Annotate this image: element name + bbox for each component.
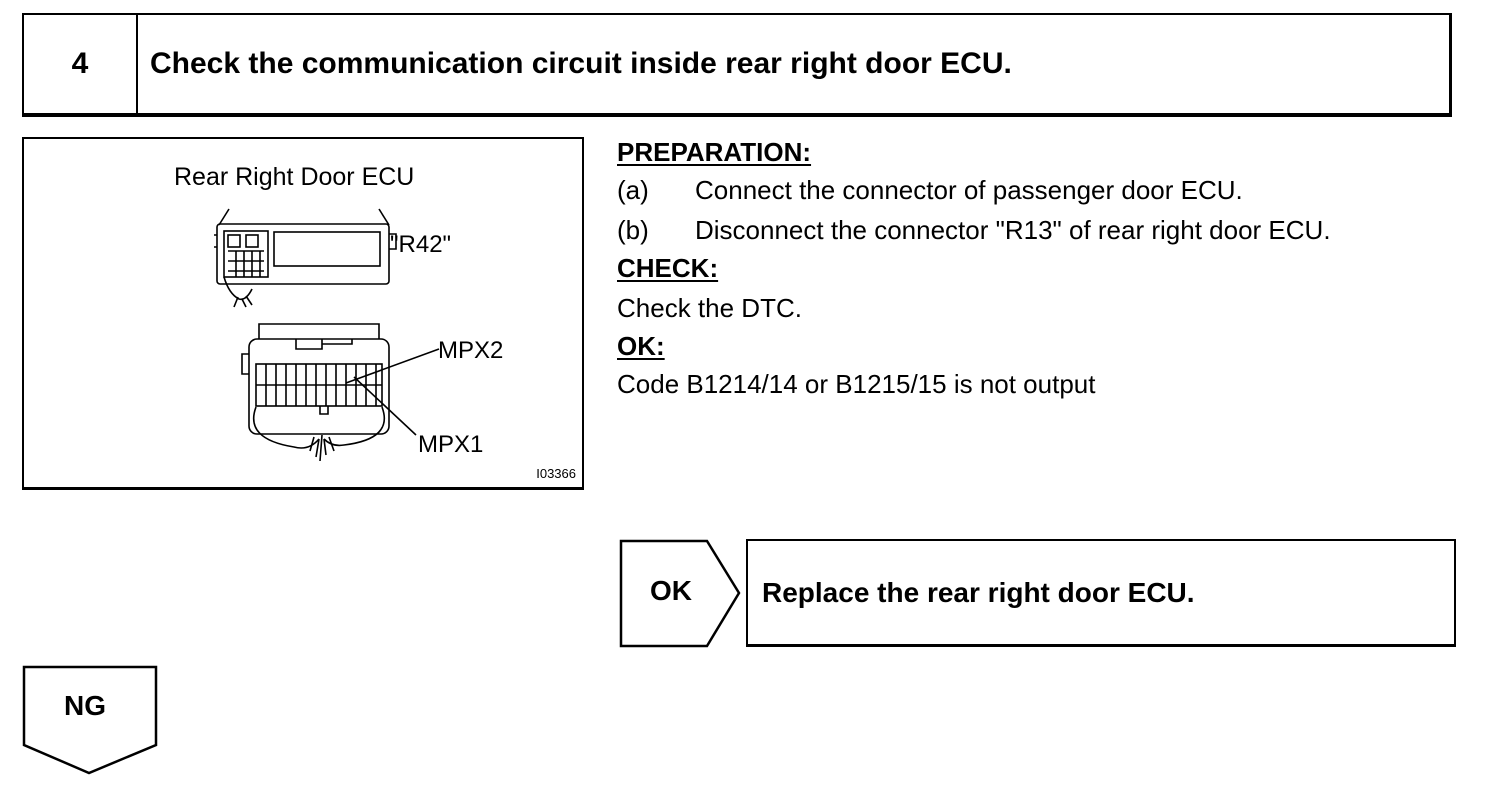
connector-figure: Rear Right Door ECU "R42" MPX2 MPX1 I033… xyxy=(22,137,584,490)
preparation-section: PREPARATION: (a) Connect the connector of… xyxy=(617,137,1331,399)
prep-step-a: (a) Connect the connector of passenger do… xyxy=(617,175,1331,205)
check-text: Check the DTC. xyxy=(617,293,802,323)
ok-criteria-text: Code B1214/14 or B1215/15 is not output xyxy=(617,369,1096,399)
step-header: 4 Check the communication circuit inside… xyxy=(22,13,1452,117)
prep-step-b: (b) Disconnect the connector "R13" of rea… xyxy=(617,215,1331,245)
figure-title: Rear Right Door ECU xyxy=(174,163,415,191)
check-heading: CHECK: xyxy=(617,253,719,283)
label-mpx2: MPX2 xyxy=(438,337,504,364)
step-number: 4 xyxy=(24,15,138,113)
ng-branch-label: NG xyxy=(64,690,106,721)
connector-illustration xyxy=(214,208,440,462)
step-title: Check the communication circuit inside r… xyxy=(150,47,1012,80)
ok-action-text: Replace the rear right door ECU. xyxy=(762,576,1195,608)
preparation-heading: PREPARATION: xyxy=(617,137,812,167)
ok-arrow-shape xyxy=(619,539,741,648)
prep-step-a-letter: (a) xyxy=(617,175,649,205)
prep-step-a-text: Connect the connector of passenger door … xyxy=(695,175,1243,205)
ng-arrow-shape xyxy=(22,665,158,775)
ok-action-box: Replace the rear right door ECU. xyxy=(746,539,1456,647)
ok-branch-label: OK xyxy=(650,575,692,606)
ok-heading: OK: xyxy=(617,331,665,361)
figure-id: I03366 xyxy=(536,466,576,481)
prep-step-b-letter: (b) xyxy=(617,215,649,245)
prep-step-b-text: Disconnect the connector "R13" of rear r… xyxy=(695,215,1331,245)
label-mpx1: MPX1 xyxy=(418,431,484,458)
connector-label-r42: "R42" xyxy=(390,231,452,258)
